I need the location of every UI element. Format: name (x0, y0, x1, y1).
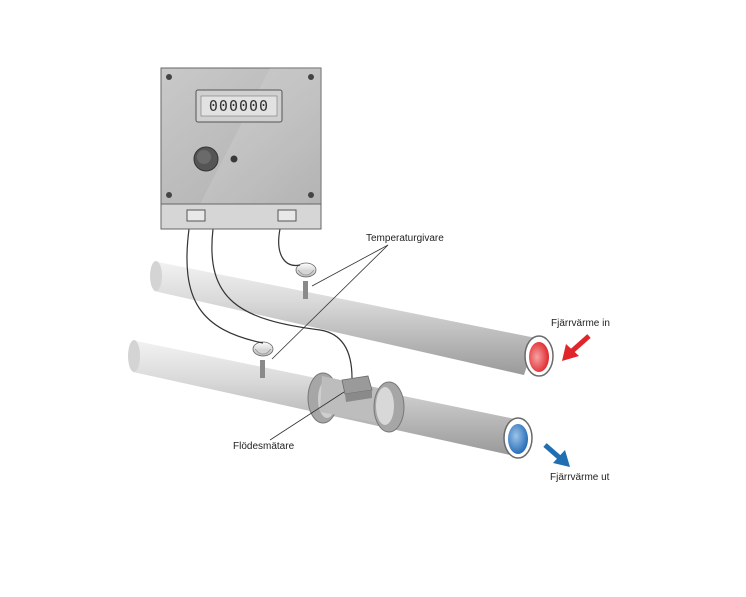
arrow-down-right-icon (543, 443, 570, 467)
heat-out-label: Fjärrvärme ut (550, 472, 610, 483)
arrow-down-left-icon (562, 334, 591, 361)
temperature-sensor-label: Temperaturgivare (366, 233, 444, 244)
meter-indicator-led (230, 155, 238, 163)
flow-meter-label: Flödesmätare (233, 441, 295, 452)
temperature-sensor-lower (252, 341, 274, 378)
heat-meter-unit (160, 67, 322, 230)
leader-lines (269, 244, 389, 441)
temperature-sensor-upper (295, 262, 317, 299)
flow-meter (307, 372, 405, 433)
cable-port-right (277, 209, 297, 222)
heat-in-label: Fjärrvärme in (551, 318, 610, 329)
meter-display-digits: 000000 (209, 97, 269, 115)
cable-port-left (186, 209, 206, 222)
cold-water-end (508, 424, 528, 454)
cables (186, 228, 353, 379)
supply-pipe (150, 261, 554, 377)
hot-water-end (529, 342, 549, 372)
